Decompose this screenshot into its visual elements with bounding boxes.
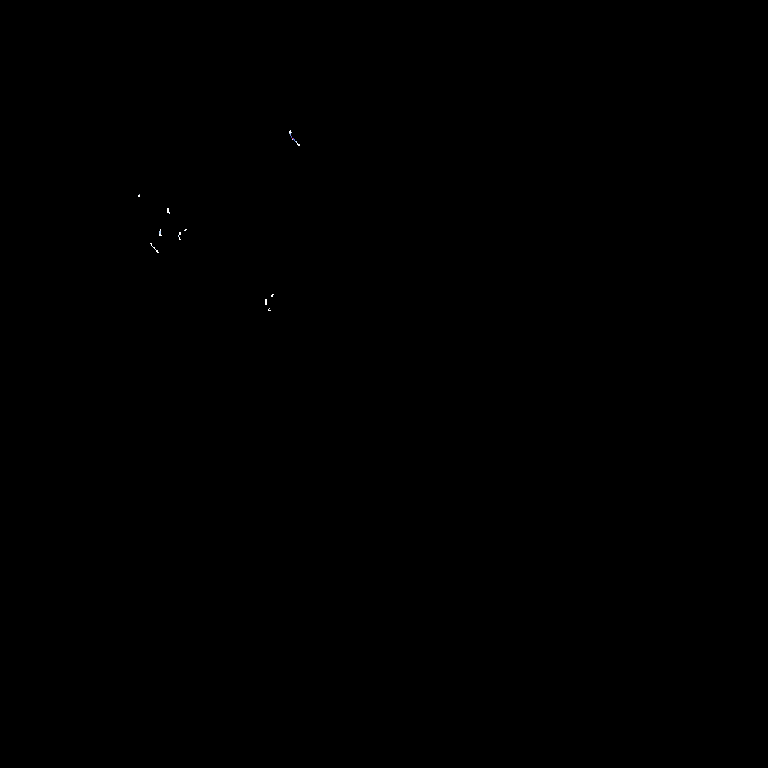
spark-zigzag-streak-pixel xyxy=(178,235,179,237)
spark-dot-pixel xyxy=(138,195,140,197)
comet-sprite-pixel xyxy=(295,141,296,142)
spark-shooting-trail-pixel xyxy=(155,249,156,250)
spark-vertical-streak-pixel xyxy=(159,234,161,236)
spark-l-shape-pixel xyxy=(169,212,170,214)
spark-tilde-dash-pixel xyxy=(272,294,274,295)
comet-sprite-pixel xyxy=(291,137,292,138)
spark-tilde-dash-pixel xyxy=(271,295,273,297)
comet-sprite-pixel xyxy=(293,138,294,139)
spark-vertical-streak-pixel xyxy=(159,231,161,234)
comet-sprite-pixel xyxy=(290,135,291,136)
spark-vertical-streak-pixel xyxy=(161,235,162,236)
spark-hook-pixel xyxy=(269,308,270,309)
comet-sprite-pixel xyxy=(294,140,295,141)
spark-zigzag-streak-pixel xyxy=(179,232,181,235)
spark-small-dash-pixel xyxy=(184,230,186,231)
spark-hook-pixel xyxy=(268,309,269,311)
spark-shooting-trail-pixel xyxy=(152,246,153,247)
spark-shooting-trail-pixel xyxy=(150,243,152,244)
spark-zigzag-streak-pixel xyxy=(179,237,180,240)
spark-shooting-trail-pixel xyxy=(156,250,158,252)
spark-shooting-trail-pixel xyxy=(153,247,155,248)
comet-sprite-pixel xyxy=(289,133,291,134)
comet-sprite-pixel xyxy=(296,142,297,143)
spark-shooting-trail-pixel xyxy=(157,252,159,253)
spark-vertical-bar-pixel xyxy=(265,299,267,305)
comet-sprite-pixel xyxy=(297,143,298,144)
comet-sprite-pixel xyxy=(292,138,293,139)
comet-sprite-pixel xyxy=(291,136,292,137)
spark-vertical-streak-pixel xyxy=(160,229,161,231)
comet-sprite-pixel xyxy=(292,139,293,140)
spark-zigzag-streak-pixel xyxy=(180,239,181,240)
comet-sprite-pixel xyxy=(289,131,291,133)
comet-sprite-pixel xyxy=(296,141,297,142)
spark-hook-pixel xyxy=(269,310,271,311)
comet-sprite-pixel xyxy=(290,130,291,131)
comet-sprite-pixel xyxy=(293,139,294,140)
comet-sprite-pixel xyxy=(291,132,292,133)
spark-small-dash-pixel xyxy=(185,229,187,230)
spark-shooting-trail-pixel xyxy=(154,248,155,249)
comet-sprite-pixel xyxy=(298,144,300,145)
spark-dot-pixel xyxy=(139,194,140,195)
comet-sprite-pixel xyxy=(294,139,295,140)
spark-l-shape-pixel xyxy=(167,208,169,213)
comet-sprite-pixel xyxy=(297,144,298,145)
comet-sprite-pixel xyxy=(290,134,291,135)
spark-shooting-trail-pixel xyxy=(151,244,152,246)
comet-sprite-pixel xyxy=(298,145,300,146)
